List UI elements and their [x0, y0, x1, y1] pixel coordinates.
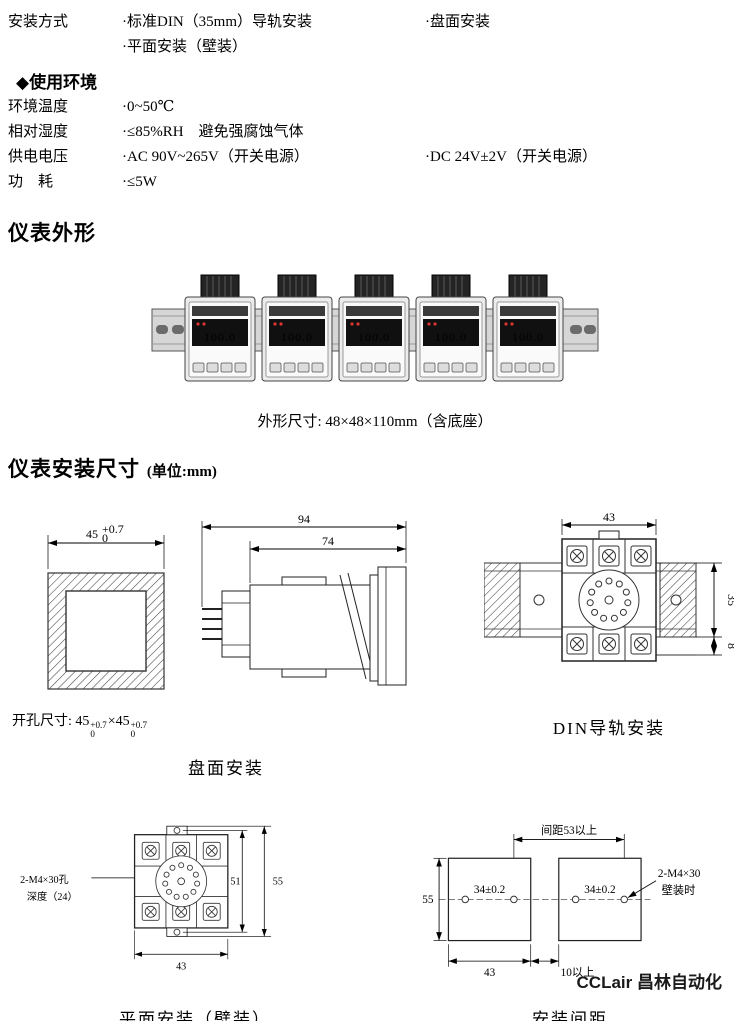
dim-43-wall: 43 — [176, 961, 186, 972]
spec-row-humidity: 相对湿度 ·≤85%RH 避免强腐蚀气体 — [8, 120, 742, 145]
outline-dimensions-caption: 外形尺寸: 48×48×110mm（含底座） — [257, 414, 493, 430]
voltage-dc-value: ·DC 24V±2V（开关电源） — [425, 149, 597, 165]
brand-logo: CCLair 昌林自动化 — [576, 973, 722, 992]
dim-45-tol-top: +0.7 — [102, 525, 124, 536]
dim-gap53: 间距53以上 — [541, 824, 597, 837]
spacing-wall-label: 壁装时 — [662, 883, 696, 897]
temperature-label: 环境温度 — [8, 99, 69, 115]
spec-row-temperature: 环境温度 ·0~50℃ — [8, 95, 742, 120]
section-heading-dimensions: 仪表安装尺寸 (单位:mm) — [8, 458, 217, 481]
dim-55: 55 — [273, 877, 283, 888]
dim-55-spacing: 55 — [422, 894, 434, 906]
panel-cutout-drawing: 45 +0.7 0 — [47, 522, 165, 690]
dim-10min: 10以上 — [561, 966, 595, 979]
mounting-item-panel: ·盘面安装 — [425, 14, 490, 30]
power-value: ·≤5W — [122, 174, 157, 190]
caption-spacing: 安装间距 — [532, 1010, 608, 1021]
dim-45: 45 — [86, 527, 98, 541]
caption-wall-mount: 平面安装（壁装） — [119, 1010, 271, 1021]
din-rail-drawing: 43 35 8 — [483, 510, 739, 662]
spec-row-mounting-2: ·平面安装（壁装） — [8, 35, 742, 60]
dim-94: 94 — [298, 512, 310, 526]
mounting-item-din: ·标准DIN（35mm）导轨安装 — [122, 14, 312, 30]
dim-34-right: 34±0.2 — [584, 884, 615, 896]
side-view-drawing: 94 74 — [201, 512, 407, 686]
spacing-drawing: 间距53以上 34±0.2 34±0.2 2-M4×30 壁装时 55 — [422, 824, 701, 979]
env-heading: ◆使用环境 — [16, 73, 98, 92]
humidity-value: ·≤85%RH 避免强腐蚀气体 — [122, 124, 304, 140]
dim-51: 51 — [230, 877, 240, 888]
voltage-label: 供电电压 — [8, 149, 69, 165]
voltage-ac-value: ·AC 90V~265V（开关电源） — [122, 149, 309, 165]
dim-43-spacing: 43 — [484, 967, 496, 979]
caption-din-mount: DIN导轨安装 — [552, 719, 666, 738]
dim-43: 43 — [603, 511, 615, 524]
wall-mount-drawing: 2-M4×30孔 深度（24） — [20, 825, 283, 972]
dim-34-left: 34±0.2 — [474, 884, 505, 896]
spec-block: 安装方式 ·标准DIN（35mm）导轨安装 ·盘面安装 ·平面安装（壁装） ◆使… — [0, 0, 750, 195]
spacing-hole-label: 2-M4×30 — [658, 868, 701, 880]
spec-row-voltage: 供电电压 ·AC 90V~265V（开关电源） ·DC 24V±2V（开关电源） — [8, 145, 742, 170]
spec-row-power: 功 耗 ·≤5W — [8, 170, 742, 195]
drawings-row-2: 2-M4×30孔 深度（24） — [0, 779, 750, 1021]
wall-hole-label-1: 2-M4×30孔 — [20, 874, 69, 886]
caption-panel-mount: 盘面安装 — [188, 759, 264, 778]
dim-35: 35 — [725, 594, 734, 606]
mounting-item-wall: ·平面安装（壁装） — [122, 39, 247, 55]
mounting-label: 安装方式 — [8, 14, 69, 30]
dim-74: 74 — [322, 534, 334, 548]
section-heading-appearance: 仪表外形 — [8, 222, 96, 245]
dim-45-tol-bot: 0 — [102, 531, 108, 545]
power-label: 功 耗 — [8, 174, 54, 190]
wall-mount-figure: 2-M4×30孔 深度（24） — [20, 805, 300, 1021]
unit-note: (单位:mm) — [146, 464, 217, 480]
din-mount-figure: 43 35 8 DIN导轨安装 — [483, 510, 739, 779]
instrument-outline-drawing: 100.0 — [151, 274, 599, 382]
temperature-value: ·0~50℃ — [122, 99, 175, 115]
humidity-label: 相对湿度 — [8, 124, 69, 140]
wall-hole-label-2: 深度（24） — [27, 890, 78, 903]
instrument-outline-figure: 100.0 — [0, 269, 750, 402]
spec-row-mounting: 安装方式 ·标准DIN（35mm）导轨安装 ·盘面安装 — [8, 10, 742, 35]
spacing-figure: 间距53以上 34±0.2 34±0.2 2-M4×30 壁装时 55 — [420, 819, 720, 1021]
dim-8: 8 — [725, 643, 734, 649]
